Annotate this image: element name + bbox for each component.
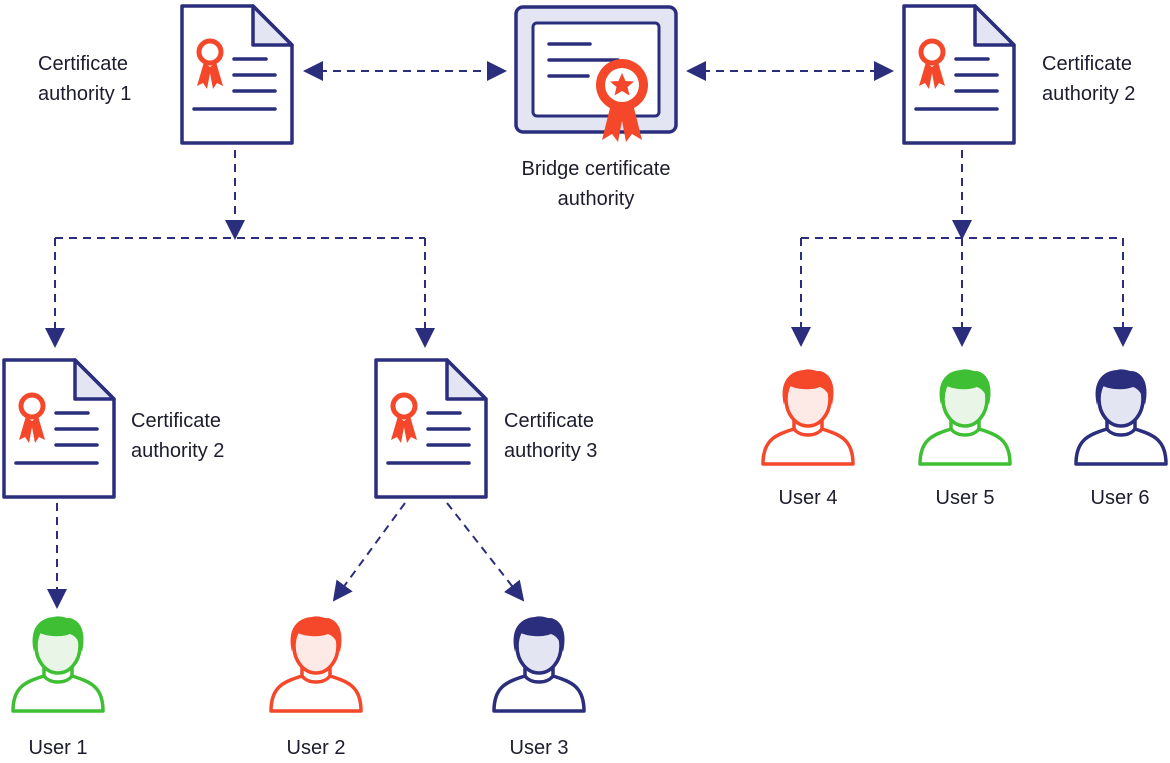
user-icon — [1074, 367, 1168, 466]
user1-label: User 1 — [28, 737, 88, 759]
user3-label: User 3 — [509, 737, 569, 759]
ca3-to-user2-arrow — [332, 502, 406, 602]
certificate-document-icon — [376, 360, 486, 497]
user6-label: User 6 — [1090, 487, 1150, 509]
user-icon — [918, 367, 1012, 466]
user-icon — [761, 367, 855, 466]
ca3-to-user3-arrow — [446, 502, 525, 602]
certificate-document-icon — [904, 6, 1014, 143]
user5-label: User 5 — [935, 487, 995, 509]
user2-label: User 2 — [286, 737, 346, 759]
user4-label: User 4 — [778, 487, 838, 509]
user-icon — [492, 614, 586, 713]
connector-lines — [45, 61, 1133, 609]
user-icon — [269, 614, 363, 713]
bridge-certificate-icon — [514, 5, 678, 142]
certificate-document-icon — [182, 6, 292, 143]
certificate-document-icon — [4, 360, 114, 497]
user-icon — [11, 614, 105, 713]
